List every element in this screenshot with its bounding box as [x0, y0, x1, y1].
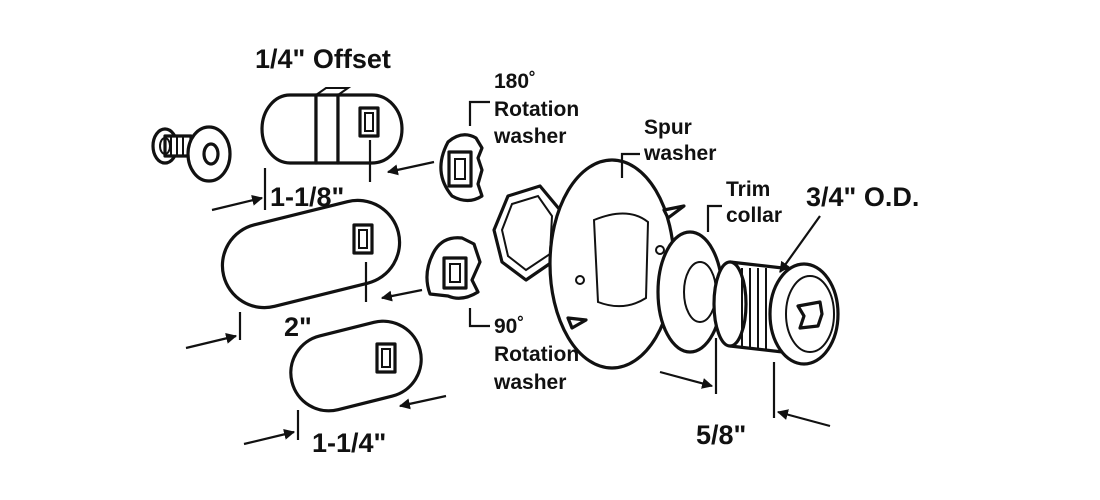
cylinder-length-label: 5/8" [696, 420, 746, 450]
rotation-washer-90-icon [425, 236, 482, 300]
rotation-180-word-label: Rotation [494, 98, 579, 121]
rotation-180-washer-label: washer [493, 125, 566, 148]
cam-1-1-8-label: 1-1/8" [270, 182, 344, 212]
trim-collar-label-line2: collar [726, 204, 782, 227]
hex-nut-icon [492, 184, 562, 282]
trim-collar-label-line1: Trim [726, 178, 770, 201]
rotation-180-degree-label: 180˚ [494, 70, 536, 93]
cam-2in-icon [220, 198, 402, 310]
dimension-lines [185, 140, 831, 446]
cam-2-label: 2" [284, 312, 312, 342]
spur-washer-label-line1: Spur [644, 116, 692, 139]
spur-washer-label-line2: washer [643, 142, 716, 165]
cam-1-1-4in-icon [289, 319, 423, 413]
cam-1-1-4-label: 1-1/4" [312, 428, 386, 458]
rotation-90-washer-label: washer [493, 371, 566, 394]
rotation-90-degree-label: 90˚ [494, 315, 524, 338]
rotation-washer-180-icon [439, 133, 484, 203]
screw-icon [151, 127, 193, 165]
screw-washer-icon [186, 125, 232, 183]
rotation-90-word-label: Rotation [494, 343, 579, 366]
leader-lines [380, 100, 821, 410]
offset-label: 1/4" Offset [255, 44, 391, 74]
trim-collar-icon [656, 230, 724, 354]
offset-cam-icon [260, 87, 404, 165]
outer-diameter-label: 3/4" O.D. [806, 182, 919, 212]
lock-cylinder-icon [712, 260, 840, 366]
